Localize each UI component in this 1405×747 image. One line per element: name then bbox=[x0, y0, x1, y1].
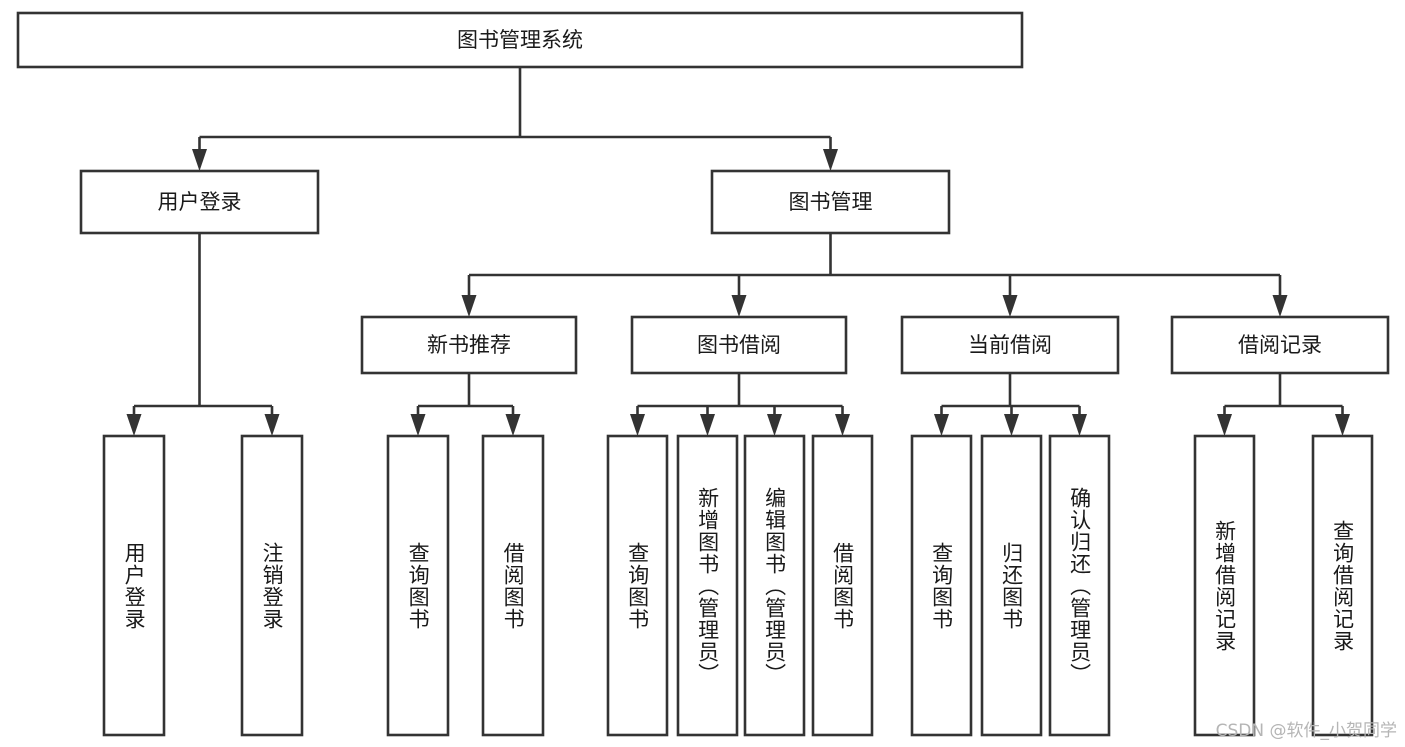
node-leaf-6[interactable] bbox=[743, 434, 806, 737]
node-leaf-11[interactable] bbox=[1193, 434, 1256, 737]
node-leaf-7[interactable] bbox=[811, 434, 874, 737]
parent-1-to-leaf-1-arrowhead bbox=[505, 414, 521, 436]
level2-to-level3-1-arrowhead bbox=[731, 295, 747, 317]
node-level3-1[interactable] bbox=[630, 315, 848, 375]
connector-layer bbox=[126, 67, 1350, 436]
node-level3-2[interactable] bbox=[900, 315, 1120, 375]
node-level3-3-label: 借阅记录 bbox=[1238, 333, 1322, 357]
node-leaf-0[interactable] bbox=[102, 434, 166, 737]
root-to-level2-0-arrowhead bbox=[192, 149, 207, 171]
node-level3-0-label: 新书推荐 bbox=[427, 333, 511, 357]
node-leaf-5[interactable] bbox=[676, 434, 739, 737]
node-leaf-9[interactable] bbox=[980, 434, 1043, 737]
node-leaf-1[interactable] bbox=[240, 434, 304, 737]
node-box-layer bbox=[16, 11, 1390, 737]
node-leaf-4[interactable] bbox=[606, 434, 669, 737]
node-level2-1[interactable] bbox=[710, 169, 951, 235]
node-leaf-10[interactable] bbox=[1048, 434, 1111, 737]
node-level3-3[interactable] bbox=[1170, 315, 1390, 375]
level2-to-level3-2-arrowhead bbox=[1002, 295, 1018, 317]
node-level2-0-label: 用户登录 bbox=[158, 190, 242, 214]
node-leaf-2[interactable] bbox=[386, 434, 450, 737]
root-to-level2-1-arrowhead bbox=[823, 149, 838, 171]
level2-to-level3-3-arrowhead bbox=[1272, 295, 1288, 317]
node-leaf-8[interactable] bbox=[910, 434, 973, 737]
parent-0-to-leaf-1-arrowhead bbox=[264, 414, 280, 436]
node-level3-0[interactable] bbox=[360, 315, 578, 375]
node-level2-0[interactable] bbox=[79, 169, 320, 235]
parent-2-to-leaf-1-arrowhead bbox=[700, 414, 715, 436]
parent-2-to-leaf-0-arrowhead bbox=[630, 414, 645, 436]
node-root-label: 图书管理系统 bbox=[457, 28, 583, 52]
node-leaf-12[interactable] bbox=[1311, 434, 1374, 737]
parent-0-to-leaf-0-arrowhead bbox=[126, 414, 142, 436]
node-root[interactable] bbox=[16, 11, 1024, 69]
parent-4-to-leaf-0-arrowhead bbox=[1217, 414, 1232, 436]
node-level3-2-label: 当前借阅 bbox=[968, 333, 1052, 357]
parent-3-to-leaf-0-arrowhead bbox=[934, 414, 949, 436]
parent-2-to-leaf-2-arrowhead bbox=[767, 414, 782, 436]
level2-to-level3-0-arrowhead bbox=[461, 295, 477, 317]
node-level2-1-label: 图书管理 bbox=[789, 190, 873, 214]
parent-3-to-leaf-1-arrowhead bbox=[1004, 414, 1019, 436]
csdn-watermark: CSDN @软件_小贺同学 bbox=[1215, 721, 1397, 741]
node-leaf-3[interactable] bbox=[481, 434, 545, 737]
parent-3-to-leaf-2-arrowhead bbox=[1072, 414, 1087, 436]
parent-1-to-leaf-0-arrowhead bbox=[410, 414, 426, 436]
parent-2-to-leaf-3-arrowhead bbox=[835, 414, 850, 436]
parent-4-to-leaf-1-arrowhead bbox=[1335, 414, 1350, 436]
node-level3-1-label: 图书借阅 bbox=[697, 333, 781, 357]
